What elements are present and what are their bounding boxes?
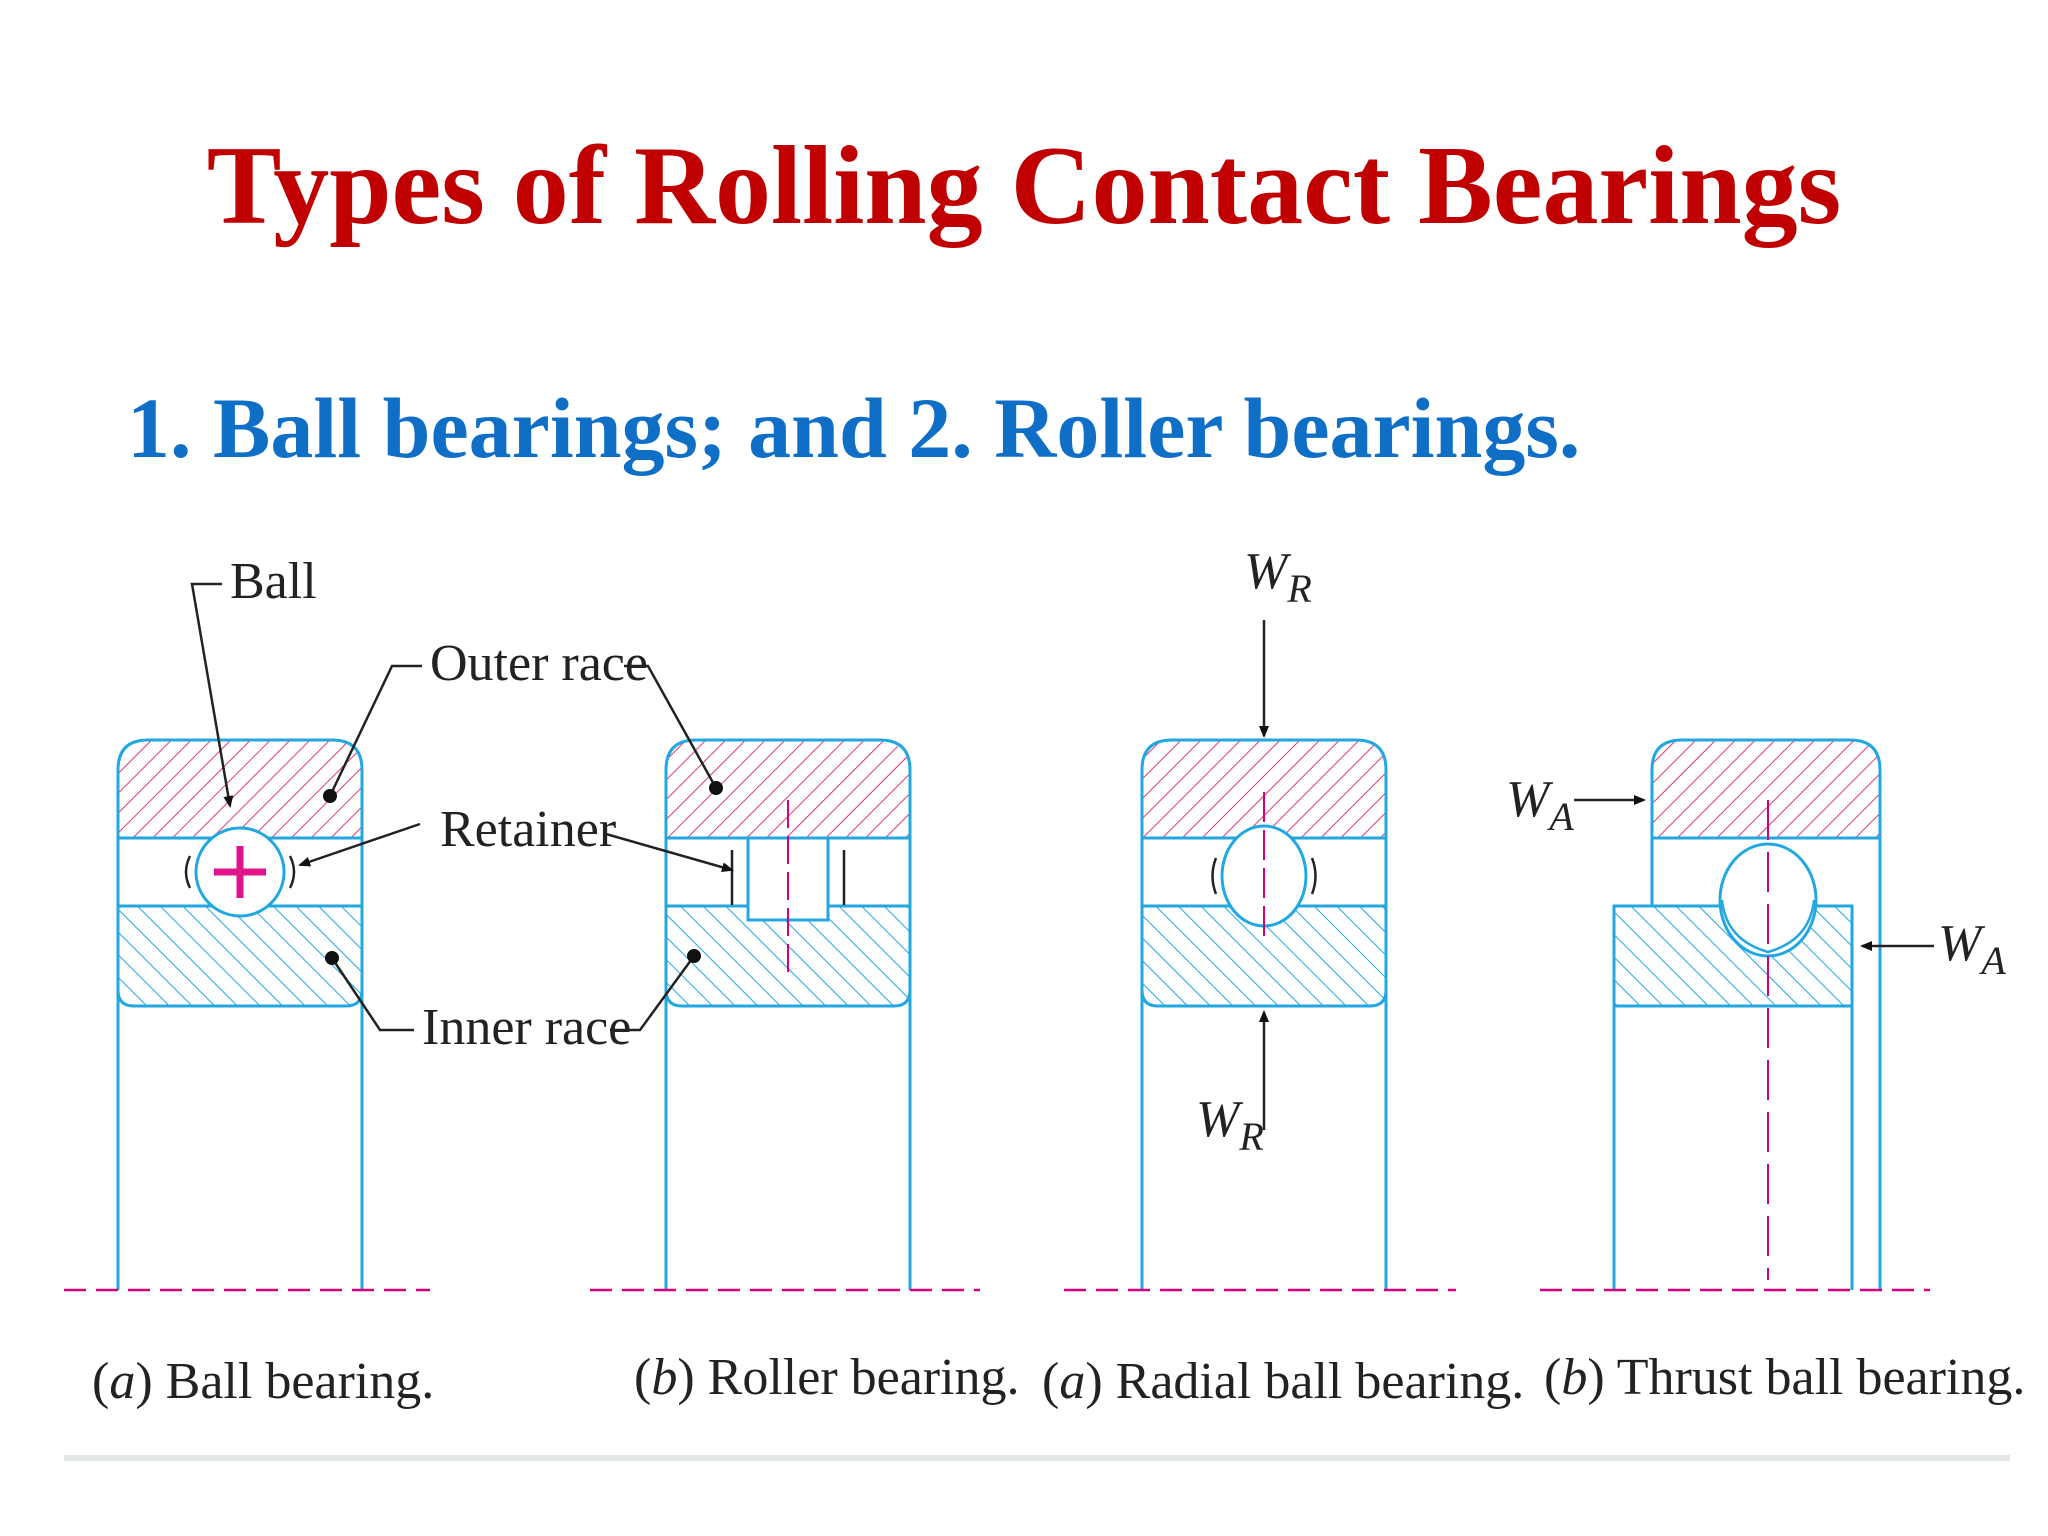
label-outer-race: Outer race <box>430 635 648 692</box>
caption-ball-bearing: (a) Ball bearing. <box>92 1353 434 1410</box>
outer-race <box>116 738 364 840</box>
caption-roller-bearing: (b) Roller bearing. <box>634 1349 1020 1406</box>
ball-center-plus-icon <box>214 846 266 898</box>
caption-radial-ball-bearing: (a) Radial ball bearing. <box>1042 1353 1524 1410</box>
slide-subtitle: 1. Ball bearings; and 2. Roller bearings… <box>127 380 1581 476</box>
roller-bearing-figure <box>664 738 912 1290</box>
retainer <box>184 855 296 889</box>
label-wr-top: WR <box>1244 543 1312 611</box>
label-wa-right: WA <box>1938 915 2006 983</box>
label-wa-left: WA <box>1506 771 1574 839</box>
label-ball: Ball <box>230 553 317 610</box>
thrust-ball-bearing-figure <box>1612 738 1882 1290</box>
ball-bearing-figure <box>116 738 364 1290</box>
label-inner-race: Inner race <box>422 999 631 1056</box>
radial-ball-bearing-figure <box>1140 738 1388 1290</box>
caption-thrust-ball-bearing: (b) Thrust ball bearing. <box>1544 1349 2025 1406</box>
label-retainer: Retainer <box>440 801 616 858</box>
slide-title: Types of Rolling Contact Bearings <box>206 124 1842 248</box>
label-wr-bottom: WR <box>1196 1091 1264 1159</box>
